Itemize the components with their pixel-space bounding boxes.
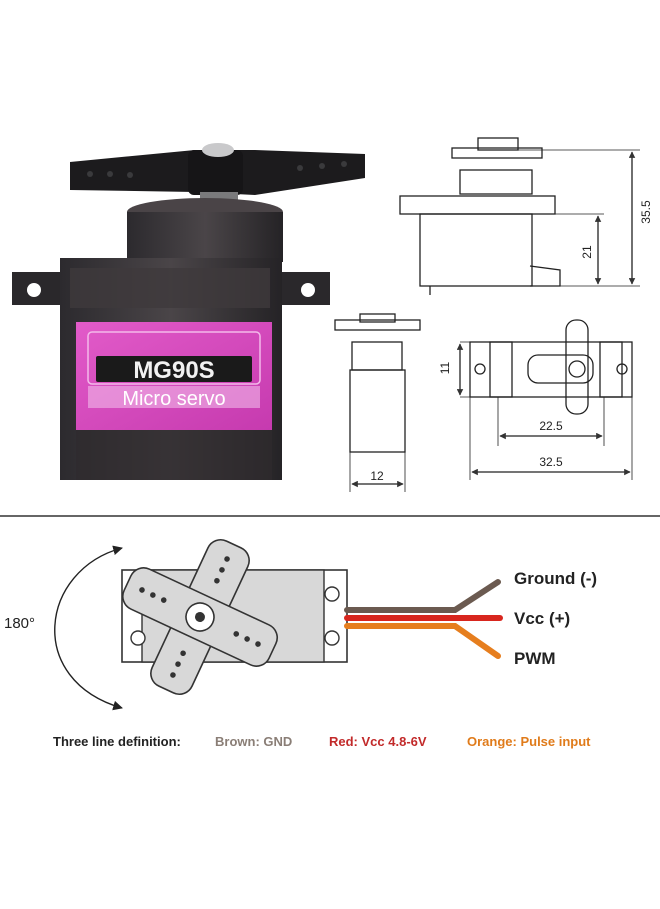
rotation-arc [54, 545, 123, 711]
servo-horn [70, 143, 365, 210]
servo-wires [344, 579, 503, 659]
legend-red: Red: Vcc 4.8-6V [329, 734, 427, 749]
front-view [334, 313, 421, 492]
wire-pwm [344, 623, 501, 659]
dim-width-body: 12 [370, 469, 384, 483]
wiring-diagram: 180° Ground (-) Vc [4, 539, 597, 711]
servo-type-text: Micro servo [122, 388, 225, 410]
wire-ground [344, 579, 501, 613]
cross-horn [122, 539, 278, 695]
legend-title: Three line definition: [53, 734, 181, 749]
servo-model-text: MG90S [133, 357, 214, 384]
dimension-drawings [334, 137, 640, 492]
dim-mount-inner: 22.5 [539, 419, 563, 433]
legend-orange: Orange: Pulse input [467, 734, 591, 749]
wire-label-ground: Ground (-) [514, 569, 597, 588]
wire-legend: Three line definition: Brown: GND Red: V… [53, 734, 591, 749]
dim-thickness: 11 [438, 361, 452, 374]
legend-brown: Brown: GND [215, 734, 292, 749]
wire-label-pwm: PWM [514, 649, 556, 668]
wire-label-vcc: Vcc (+) [514, 609, 570, 628]
top-view [456, 319, 633, 480]
rotation-angle: 180° [4, 615, 35, 632]
side-view [399, 137, 640, 295]
servo-photo: MG90S Micro servo [12, 143, 365, 480]
dim-height-total: 35.5 [639, 200, 653, 224]
dim-height-body: 21 [580, 245, 594, 259]
dim-mount-outer: 32.5 [539, 455, 563, 469]
